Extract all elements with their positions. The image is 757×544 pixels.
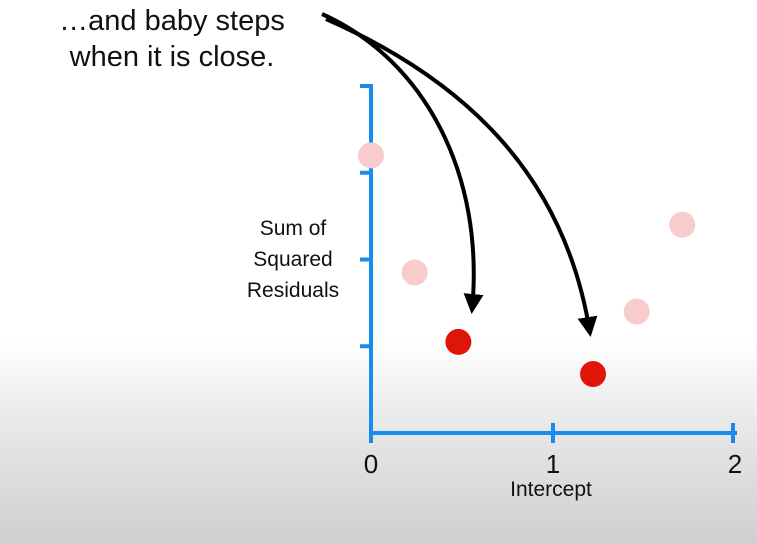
faded-point [358,142,384,169]
caption-line-2: when it is close. [69,41,275,73]
arrow-to-first-highlight [321,12,484,314]
y-axis-label-line-3: Residuals [247,279,339,302]
x-tick-label: 0 [364,449,378,479]
highlighted-point [580,361,607,388]
x-tick-label: 2 [728,449,742,479]
faded-point [401,259,428,286]
x-axis-label: Intercept [510,478,592,501]
x-tick-label: 1 [546,449,560,479]
faded-point [623,298,650,325]
highlighted-point [445,328,472,355]
caption-line-1: …and baby steps [59,5,285,37]
y-axis-label-line-1: Sum of [260,217,327,240]
y-axis-label-line-2: Squared [253,248,332,271]
arrow-to-second-highlight [325,17,598,337]
faded-point [669,211,696,238]
points-group [358,142,696,388]
